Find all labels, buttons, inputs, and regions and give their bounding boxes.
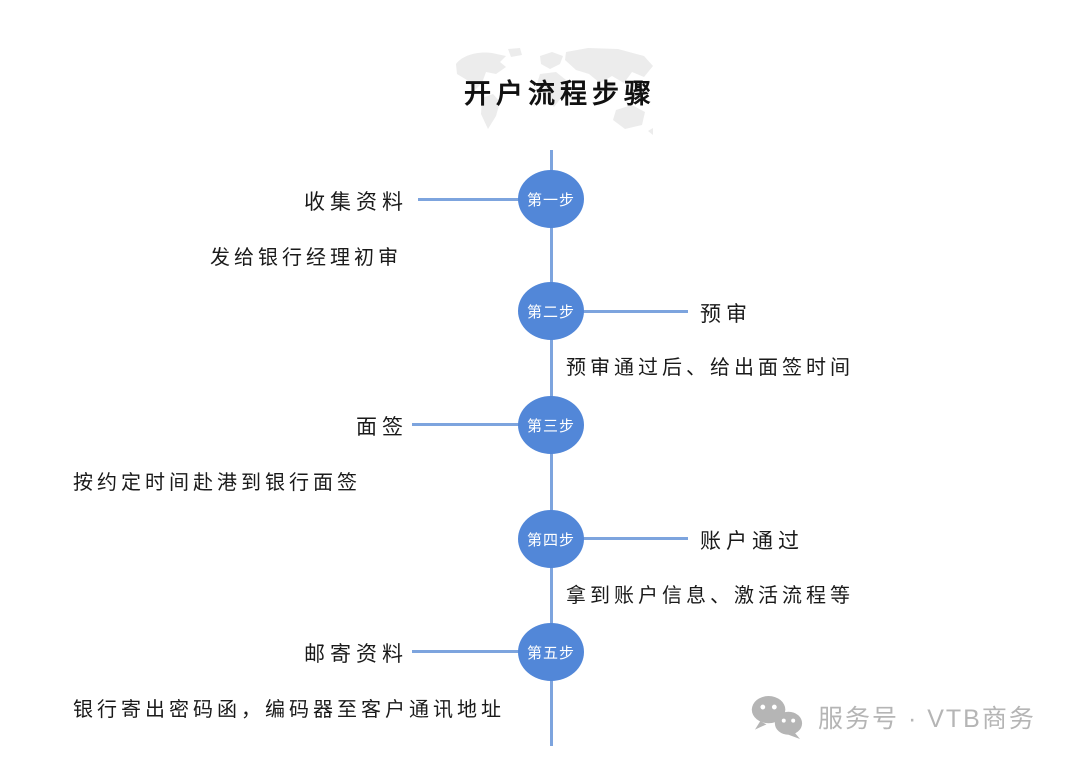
step-3-description: 按约定时间赴港到银行面签: [73, 472, 361, 494]
step-5-label: 邮寄资料: [304, 643, 408, 666]
step-4-label: 账户通过: [700, 530, 804, 553]
step-5-description: 银行寄出密码函，编码器至客户通讯地址: [73, 699, 505, 721]
wechat-icon: [751, 696, 803, 739]
step-3-connector: [412, 423, 522, 426]
footer-label: 服务号 · VTB商务: [818, 705, 1036, 733]
step-4-description: 拿到账户信息、激活流程等: [566, 585, 854, 607]
step-1-label: 收集资料: [304, 191, 408, 214]
step-4-connector: [582, 537, 688, 540]
step-2-description: 预审通过后、给出面签时间: [566, 357, 854, 379]
step-1-badge: 第一步: [518, 170, 584, 228]
page-title: 开户流程步骤: [464, 79, 656, 109]
step-5-connector: [412, 650, 522, 653]
step-1-connector: [418, 198, 522, 201]
wechat-footer: 服务号 · VTB商务: [750, 695, 1036, 739]
step-4-badge: 第四步: [518, 510, 584, 568]
step-3-badge: 第三步: [518, 396, 584, 454]
step-2-connector: [582, 310, 688, 313]
step-3-label: 面签: [356, 416, 408, 439]
step-2-badge: 第二步: [518, 282, 584, 340]
step-2-label: 预审: [700, 303, 752, 326]
world-map-image: [456, 48, 653, 135]
step-5-badge: 第五步: [518, 623, 584, 681]
step-1-description: 发给银行经理初审: [210, 247, 402, 269]
